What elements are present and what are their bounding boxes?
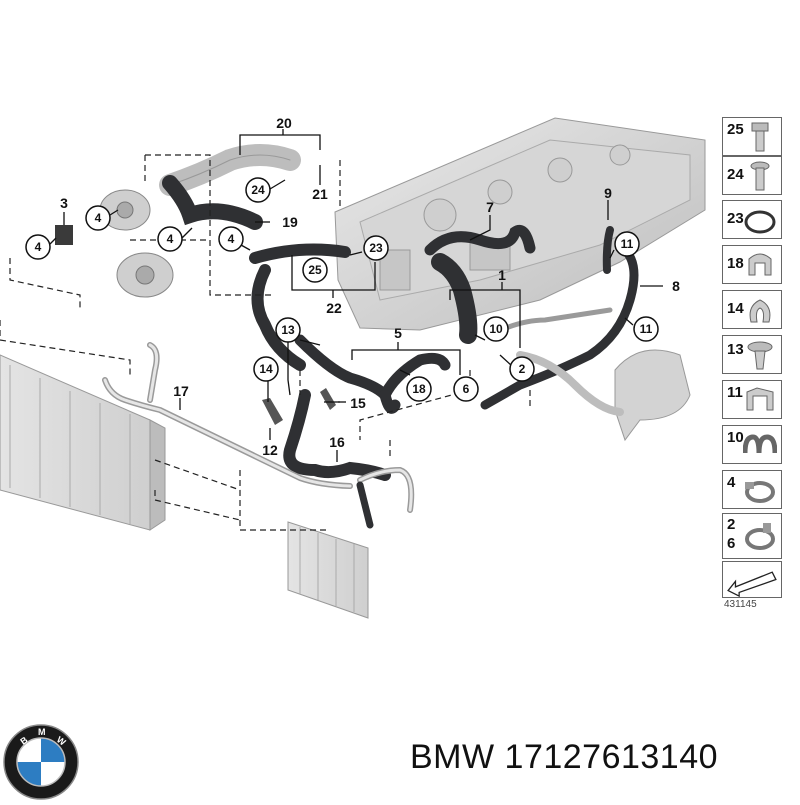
svg-text:13: 13 [281, 323, 295, 337]
bmw-logo: B M W [3, 724, 79, 800]
svg-text:23: 23 [369, 241, 383, 255]
callout-4-d: 4 [218, 226, 244, 252]
legend-item-11: 11 [722, 380, 782, 419]
legend-item-10: 10 [722, 425, 782, 464]
pipe-2 [487, 307, 624, 416]
clip-icon [748, 253, 772, 276]
svg-text:18: 18 [412, 382, 426, 396]
callout-24: 24 [245, 177, 271, 203]
main-radiator [0, 354, 166, 531]
callout-21: 21 [312, 186, 328, 202]
callout-5: 5 [394, 325, 402, 341]
svg-text:14: 14 [259, 362, 273, 376]
callout-8: 8 [672, 278, 680, 294]
bolt-icon [750, 161, 770, 191]
callout-16: 16 [329, 434, 345, 450]
legend-item-arrow [722, 561, 782, 598]
double-clip-icon [743, 434, 777, 454]
arrow-icon [727, 571, 777, 597]
svg-text:4: 4 [95, 211, 102, 225]
callout-19: 19 [282, 214, 298, 230]
hose-16 [283, 389, 391, 481]
clip-icon [749, 299, 771, 323]
callout-10: 10 [483, 316, 509, 342]
callout-18: 18 [406, 376, 432, 402]
callout-1: 1 [498, 267, 506, 283]
legend-item-25: 25 [722, 117, 782, 156]
svg-text:11: 11 [640, 322, 653, 336]
bolt-icon [751, 122, 769, 152]
hose-clamp-icon [745, 523, 775, 550]
hose-22 [249, 243, 351, 371]
legend-item-14: 14 [722, 290, 782, 329]
water-pump [99, 189, 174, 298]
callout-13: 13 [275, 317, 301, 343]
part-number-caption: BMW 17127613140 [410, 738, 719, 776]
svg-text:24: 24 [251, 183, 265, 197]
callout-7: 7 [486, 199, 494, 215]
legend-item-18: 18 [722, 245, 782, 284]
callout-22: 22 [326, 300, 342, 316]
callout-15: 15 [350, 395, 366, 411]
expansion-tank [614, 349, 691, 442]
callout-4-b: 4 [85, 205, 111, 231]
svg-text:2: 2 [519, 362, 526, 376]
hose-clamp-icon [745, 481, 775, 503]
callout-11-a: 11 [614, 231, 640, 257]
hose-20 [159, 144, 301, 196]
plain-callouts: 20 21 3 19 22 7 9 1 8 5 17 15 12 16 [60, 115, 680, 458]
legend-item-2-6: 2 6 [722, 513, 782, 559]
svg-text:4: 4 [167, 232, 174, 246]
callout-3: 3 [60, 195, 68, 211]
callout-17: 17 [173, 383, 189, 399]
bracket-12 [262, 388, 336, 425]
svg-text:11: 11 [621, 237, 634, 251]
callout-6: 6 [453, 376, 479, 402]
pipe-8 [480, 226, 639, 410]
callout-9: 9 [604, 185, 612, 201]
svg-text:4: 4 [35, 240, 42, 254]
callout-20: 20 [276, 115, 292, 131]
svg-text:25: 25 [308, 263, 322, 277]
callout-4-a: 4 [25, 234, 51, 260]
callout-11-b: 11 [633, 316, 659, 342]
clamp-icon [746, 387, 774, 411]
part-3-mount [55, 225, 73, 245]
svg-text:10: 10 [489, 322, 503, 336]
dashed-leaders [0, 154, 531, 531]
legend-item-4: 4 [722, 470, 782, 509]
pipe-17 [102, 342, 415, 529]
hose-19 [162, 175, 263, 230]
callout-12: 12 [262, 442, 278, 458]
legend-item-13: 13 [722, 335, 782, 374]
svg-text:6: 6 [463, 382, 470, 396]
svg-text:B: B [18, 734, 29, 746]
auxiliary-radiator [287, 521, 369, 619]
callout-23: 23 [363, 235, 389, 261]
callout-2: 2 [509, 356, 535, 382]
diagram-code: 431145 [724, 599, 757, 610]
callout-25: 25 [302, 257, 328, 283]
callout-14: 14 [253, 356, 279, 382]
svg-text:M: M [38, 727, 46, 737]
hose-5 [294, 334, 451, 414]
circled-callouts: 4 4 4 4 24 25 23 11 11 10 13 14 2 18 6 [25, 177, 659, 402]
o-ring-icon [744, 210, 776, 234]
callout-4-c: 4 [157, 226, 183, 252]
expanding-rivet-icon [747, 341, 773, 370]
legend-item-23: 23 [722, 200, 782, 239]
svg-text:4: 4 [228, 232, 235, 246]
legend-item-24: 24 [722, 156, 782, 195]
